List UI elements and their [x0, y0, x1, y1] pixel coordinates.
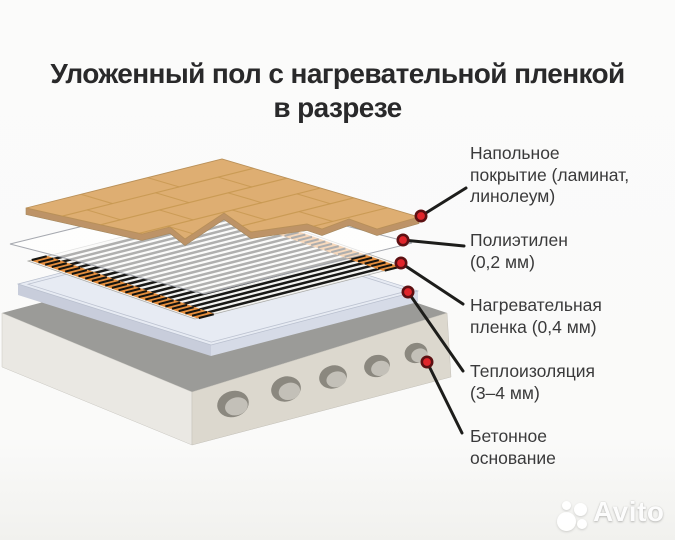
- label-line: (3–4 мм): [470, 382, 540, 403]
- busbar-tick: [78, 271, 94, 278]
- busbar-tick: [191, 310, 208, 317]
- plank-seam: [218, 176, 252, 188]
- carbon-stripe: [190, 259, 373, 309]
- callout-line-floor-covering: [419, 186, 468, 218]
- plank-seam: [159, 209, 194, 221]
- callout-line-insulation: [406, 290, 465, 373]
- busbar-tick: [131, 290, 148, 296]
- hole-inner-shading: [326, 371, 347, 388]
- busbar-tick: [91, 276, 108, 282]
- label-concrete-base: Бетонное основание: [470, 426, 675, 469]
- callout-lines: [399, 186, 468, 435]
- plank-seam: [232, 209, 266, 221]
- avito-logo-icon: [556, 499, 590, 533]
- plank-seam: [86, 209, 121, 221]
- callout-dot-heating-film: [394, 256, 408, 270]
- label-line: Теплоизоляция: [470, 361, 595, 381]
- busbar-tick: [51, 262, 68, 269]
- hole-inner-shading: [371, 360, 390, 376]
- hole-inner-shading: [278, 382, 301, 401]
- label-polyethylene: Полиэтилен (0,2 мм): [470, 230, 675, 273]
- callout-dots: [394, 209, 434, 369]
- busbar-tick: [185, 308, 201, 315]
- label-line: Напольное: [470, 143, 560, 163]
- label-line: Полиэтилен: [470, 230, 568, 250]
- busbar-tick: [351, 254, 366, 261]
- busbar-tick: [31, 255, 47, 262]
- plank-seam: [298, 211, 333, 222]
- label-line: линолеум): [470, 186, 556, 206]
- label-line: покрытие (ламинат,: [470, 164, 630, 185]
- busbar-tick: [357, 256, 373, 263]
- busbar-tick: [44, 259, 61, 266]
- busbar-tick: [104, 280, 121, 287]
- label-floor-covering: Напольное покрытие (ламинат, линолеум): [470, 143, 675, 208]
- laminate-layer: [25, 158, 421, 246]
- label-line: основание: [470, 447, 556, 468]
- busbar-tick: [111, 283, 128, 289]
- callout-line-heating-film: [399, 261, 465, 306]
- page-title: Уложенный пол с нагревательной пленкой в…: [0, 57, 675, 125]
- carbon-stripe: [206, 265, 389, 314]
- carbon-stripe: [182, 256, 365, 306]
- plank-seam: [228, 192, 262, 204]
- plank-seam: [155, 192, 190, 204]
- busbar-tick: [138, 292, 154, 299]
- busbar-tick: [165, 301, 181, 308]
- busbar-tick: [71, 269, 88, 275]
- insulation-right-side: [211, 291, 418, 356]
- plank-seam: [80, 193, 113, 205]
- plank-seam: [296, 193, 331, 205]
- title-line-2: в разрезе: [273, 92, 402, 123]
- insulation-left-side: [18, 284, 211, 356]
- busbar-tick: [125, 287, 141, 294]
- carbon-stripe: [198, 262, 381, 311]
- label-line: Бетонное: [470, 426, 547, 446]
- label-line: (0,2 мм): [470, 251, 535, 272]
- busbar-tick: [151, 296, 168, 303]
- busbar-tick: [38, 257, 54, 264]
- busbar-tick: [178, 306, 194, 313]
- callout-dot-floor-covering: [414, 209, 428, 223]
- busbar-tick: [377, 263, 393, 270]
- label-line: пленка (0,4 мм): [470, 316, 597, 337]
- plank-seam: [147, 177, 180, 188]
- callout-dot-insulation: [401, 285, 415, 299]
- label-thermal-insulation: Теплоизоляция (3–4 мм): [470, 361, 675, 404]
- busbar-tick: [64, 266, 81, 273]
- avito-watermark: Avito: [556, 495, 672, 537]
- title-line-1: Уложенный пол с нагревательной пленкой: [50, 58, 625, 89]
- busbar-tick: [198, 313, 214, 320]
- busbar-tick: [118, 285, 134, 292]
- plank-line: [124, 187, 321, 238]
- callout-line-polyethylene: [401, 238, 466, 248]
- busbar-tick: [145, 294, 161, 301]
- callout-line-concrete-base: [425, 360, 464, 435]
- copper-busbar-left: [30, 256, 215, 319]
- busbar-tick: [84, 273, 101, 280]
- watermark-text: Avito: [593, 496, 665, 527]
- busbar-tick: [58, 264, 74, 271]
- busbar-tick: [98, 278, 114, 285]
- plank-line: [90, 177, 288, 228]
- callout-dot-concrete-base: [420, 355, 434, 369]
- label-heating-film: Нагревательная пленка (0,4 мм): [470, 295, 675, 338]
- label-line: Нагревательная: [470, 295, 602, 315]
- busbar-tick: [371, 261, 386, 268]
- busbar-tick: [158, 299, 174, 306]
- busbar-tick: [171, 303, 188, 310]
- callout-dot-polyethylene: [396, 233, 410, 247]
- hole-inner-shading: [225, 397, 248, 416]
- busbar-tick: [364, 259, 380, 265]
